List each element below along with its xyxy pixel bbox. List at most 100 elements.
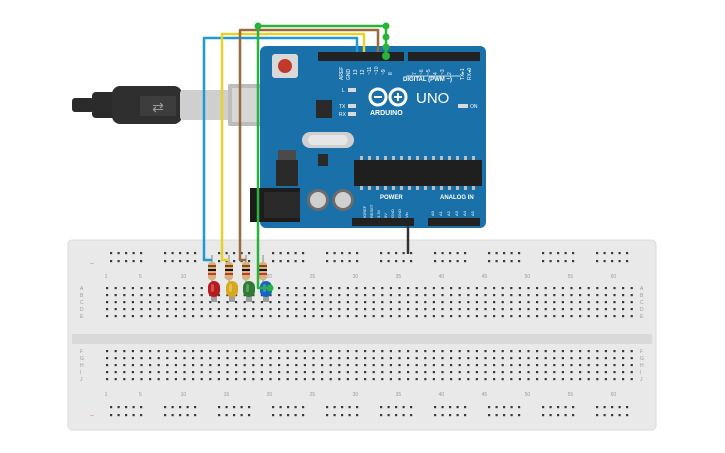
rail-minus-top: − <box>90 261 94 268</box>
arduino-uno-board[interactable]: AREF GND 13 12 ~11 ~10 ~9 8 7 ~6 ~5 4 ~3… <box>250 46 486 228</box>
column-number-top: 50 <box>525 274 531 280</box>
column-number-top: 10 <box>181 274 187 280</box>
column-number-top: 45 <box>482 274 488 280</box>
on-label: ON <box>470 104 478 110</box>
column-number-bottom: 10 <box>181 392 187 398</box>
resistors[interactable] <box>208 255 267 286</box>
capacitors <box>307 189 354 211</box>
column-number-top: 5 <box>139 274 142 280</box>
pin-label-6: ~6 <box>419 69 425 75</box>
pin-label-13: 13 <box>353 69 359 75</box>
row-letter: I <box>80 370 81 376</box>
row-letter: G <box>640 356 644 362</box>
led-label-tx: TX <box>339 104 346 110</box>
power-pin-3v3: 3.3V <box>376 209 381 218</box>
power-pin-reset: RESET <box>369 204 374 218</box>
row-letter: F <box>80 349 83 355</box>
digital-header-left <box>318 52 404 61</box>
column-number-bottom: 60 <box>611 392 617 398</box>
digital-label: DIGITAL (PWM ~) <box>403 77 452 83</box>
power-header <box>352 218 414 226</box>
column-number-bottom: 30 <box>353 392 359 398</box>
svg-text:⇄: ⇄ <box>152 99 164 115</box>
pin-label-aref: AREF <box>339 67 345 80</box>
wire-blue[interactable] <box>202 36 359 262</box>
voltage-regulator <box>276 160 298 186</box>
wire-brown[interactable] <box>238 28 380 262</box>
column-number-bottom: 1 <box>105 392 108 398</box>
pin-label-9: ~9 <box>381 69 387 75</box>
brand-text: UNO <box>416 90 449 107</box>
breadboard-holes <box>106 252 633 417</box>
row-letter: G <box>80 356 84 362</box>
row-letter: B <box>640 293 644 299</box>
column-number-top: 55 <box>568 274 574 280</box>
row-letter: I <box>640 370 641 376</box>
pin-label-12: 12 <box>360 69 366 75</box>
small-chip <box>318 154 328 166</box>
analog-pin-a3: A3 <box>454 210 459 216</box>
row-letter: H <box>80 363 84 369</box>
breadboard[interactable]: 1155101015152020252530303535404045455050… <box>67 239 657 431</box>
pin-label-8: 8 <box>388 72 394 75</box>
usb-chip <box>316 100 332 118</box>
yellow-led[interactable] <box>226 281 238 302</box>
pin-label-tx: TX▸1 <box>460 68 466 80</box>
analog-label: ANALOG IN <box>440 195 474 201</box>
analog-pin-a5: A5 <box>470 210 475 216</box>
green-led[interactable] <box>243 281 255 302</box>
analog-header <box>428 218 480 226</box>
pin-label-2: 2 <box>447 72 453 75</box>
red-led[interactable] <box>208 281 220 302</box>
column-number-bottom: 40 <box>439 392 445 398</box>
pin-label-5: ~5 <box>426 69 432 75</box>
row-letter: D <box>640 307 644 313</box>
power-pin-gnd2: GND <box>397 209 402 218</box>
pin-label-11: ~11 <box>367 67 373 75</box>
on-led <box>458 104 468 108</box>
reset-button[interactable] <box>272 54 298 78</box>
pin-label-rx: RX◂0 <box>467 68 473 80</box>
column-number-bottom: 35 <box>396 392 402 398</box>
row-letter: E <box>80 314 84 320</box>
column-number-top: 20 <box>267 274 273 280</box>
analog-pin-a1: A1 <box>438 210 443 216</box>
maker-text: ARDUINO <box>370 110 403 117</box>
column-number-bottom: 15 <box>224 392 230 398</box>
led-label-l: L <box>342 88 345 94</box>
column-number-bottom: 55 <box>568 392 574 398</box>
column-number-top: 40 <box>439 274 445 280</box>
pin-label-gnd: GND <box>346 69 352 81</box>
power-pin-gnd1: GND <box>390 209 395 218</box>
row-letter: B <box>80 293 84 299</box>
row-letter: J <box>80 377 83 383</box>
row-letter: J <box>640 377 643 383</box>
row-letter: C <box>80 300 84 306</box>
column-number-top: 1 <box>105 274 108 280</box>
column-number-bottom: 20 <box>267 392 273 398</box>
arduino-logo <box>368 87 408 107</box>
row-letter: C <box>640 300 644 306</box>
column-number-top: 35 <box>396 274 402 280</box>
pin-label-3: ~3 <box>440 69 446 75</box>
row-letter: E <box>640 314 644 320</box>
microcontroller-chip <box>354 160 482 186</box>
power-pin-vin: Vin <box>404 212 409 218</box>
row-letter: D <box>80 307 84 313</box>
power-label: POWER <box>380 195 403 201</box>
pin-label-4: 4 <box>433 72 439 75</box>
pin-label-7: 7 <box>412 72 418 75</box>
column-number-top: 30 <box>353 274 359 280</box>
digital-header-right <box>408 52 480 61</box>
resistor-4[interactable] <box>259 255 267 286</box>
row-letter: H <box>640 363 644 369</box>
row-letter: F <box>640 349 643 355</box>
row-letter: A <box>640 286 644 292</box>
power-pin-ioref: IOREF <box>362 205 367 218</box>
power-pin-5v: 5V <box>383 213 388 218</box>
wire-yellow[interactable] <box>220 32 366 262</box>
pin-label-10: ~10 <box>374 66 380 75</box>
analog-pin-a0: A0 <box>430 210 435 216</box>
